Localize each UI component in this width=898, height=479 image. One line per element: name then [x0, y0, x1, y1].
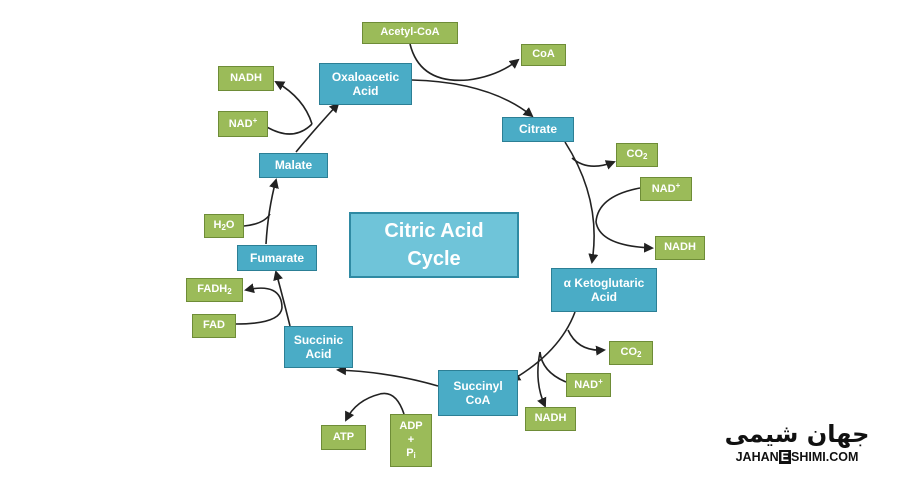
arrow-succinyl-succinic: [336, 365, 439, 387]
arrow-coa-out: [467, 58, 520, 81]
succinic-acid-box: Succinic Acid: [284, 326, 353, 368]
arrow-acetylcoa-in: [409, 43, 469, 82]
cycle-title-line2: Cycle: [407, 248, 461, 270]
ketoglutaric-acid-box: α Ketoglutaric Acid: [551, 268, 657, 312]
adp-pi-box: ADP + Pi: [390, 414, 432, 467]
atp-label: ATP: [332, 430, 355, 443]
arrow-fumarate-malate: [265, 178, 279, 245]
nad-box-3: NAD+: [218, 111, 268, 137]
acetyl-coa-box: Acetyl-CoA: [362, 22, 458, 44]
fumarate-label: Fumarate: [249, 250, 305, 265]
arrow-succinic-fumarate: [273, 270, 291, 327]
succinyl-coa-box: Succinyl CoA: [438, 370, 518, 416]
co2-box-1: CO2: [616, 143, 658, 167]
nad-box-1: NAD+: [640, 177, 692, 201]
nad-label-2: NAD+: [574, 377, 603, 392]
malate-label: Malate: [274, 158, 313, 173]
nad-label-1: NAD+: [651, 181, 681, 196]
logo-persian-text: جهان شیمی: [724, 420, 870, 448]
nad-box-2: NAD+: [566, 373, 611, 397]
fad-label: FAD: [203, 319, 225, 332]
fad-box: FAD: [192, 314, 236, 338]
arrow-malate-oxaloacetic: [295, 102, 340, 153]
pi-label: Pi: [406, 447, 416, 461]
succinic-line2: Acid: [305, 347, 332, 361]
h2o-box: H2O: [204, 214, 244, 238]
nadh-box-2: NADH: [525, 407, 576, 431]
arrow-h2o-in: [243, 213, 271, 227]
arrow-nadh-out-1: [595, 221, 654, 253]
adp-label: ADP: [399, 419, 423, 432]
citrate-label: Citrate: [518, 122, 557, 137]
arrow-atp-out: [345, 393, 381, 422]
arrow-adp-in: [379, 392, 405, 415]
arrow-citrate-ketoglutaric: [564, 141, 599, 264]
nadh-label-3: NADH: [230, 71, 262, 84]
h2o-label: H2O: [213, 219, 235, 233]
fadh2-label: FADH2: [197, 283, 232, 297]
acetyl-coa-label: Acetyl-CoA: [380, 26, 440, 39]
co2-label-1: CO2: [626, 148, 648, 162]
succinyl-line1: Succinyl: [453, 378, 503, 393]
plus-label: +: [407, 433, 415, 446]
arrow-nadh-out-2: [537, 351, 547, 408]
ketoglutaric-line1: α Ketoglutaric: [563, 275, 645, 290]
ketoglutaric-line2: Acid: [590, 290, 617, 304]
arrow-co2-out-2: [567, 329, 606, 356]
fumarate-box: Fumarate: [237, 245, 317, 271]
arrow-co2-out-1: [571, 157, 616, 170]
oxaloacetic-acid-box: Oxaloacetic Acid: [319, 63, 412, 105]
arrow-nad-in-2: [539, 351, 567, 383]
arrow-fadh2-out: [244, 283, 283, 309]
oxaloacetic-line1: Oxaloacetic: [331, 69, 400, 84]
arrow-fad-in: [235, 307, 283, 325]
co2-label-2: CO2: [620, 346, 642, 360]
co2-box-2: CO2: [609, 341, 653, 365]
coa-box: CoA: [521, 44, 566, 66]
arrow-oxaloacetic-citrate: [411, 79, 534, 118]
fadh2-box: FADH2: [186, 278, 243, 302]
nadh-label-1: NADH: [664, 241, 696, 254]
arrow-nad-in-1: [595, 187, 641, 223]
oxaloacetic-line2: Acid: [352, 84, 379, 98]
nadh-label-2: NADH: [534, 412, 567, 425]
arrow-ketoglutaric-succinyl: [510, 311, 576, 382]
nad-label-3: NAD+: [228, 116, 258, 131]
cycle-title: Citric Acid Cycle: [349, 212, 519, 278]
coa-label: CoA: [532, 48, 555, 61]
nadh-box-1: NADH: [655, 236, 705, 260]
nadh-box-3: NADH: [218, 66, 274, 91]
succinic-line1: Succinic: [293, 332, 344, 347]
atp-box: ATP: [321, 425, 366, 450]
citrate-box: Citrate: [502, 117, 574, 142]
cycle-title-line1: Citric Acid: [384, 220, 484, 242]
malate-box: Malate: [259, 153, 328, 178]
succinyl-line2: CoA: [465, 393, 491, 407]
arrow-nad-in-3: [261, 123, 313, 135]
arrow-nadh-out-3: [274, 81, 313, 125]
